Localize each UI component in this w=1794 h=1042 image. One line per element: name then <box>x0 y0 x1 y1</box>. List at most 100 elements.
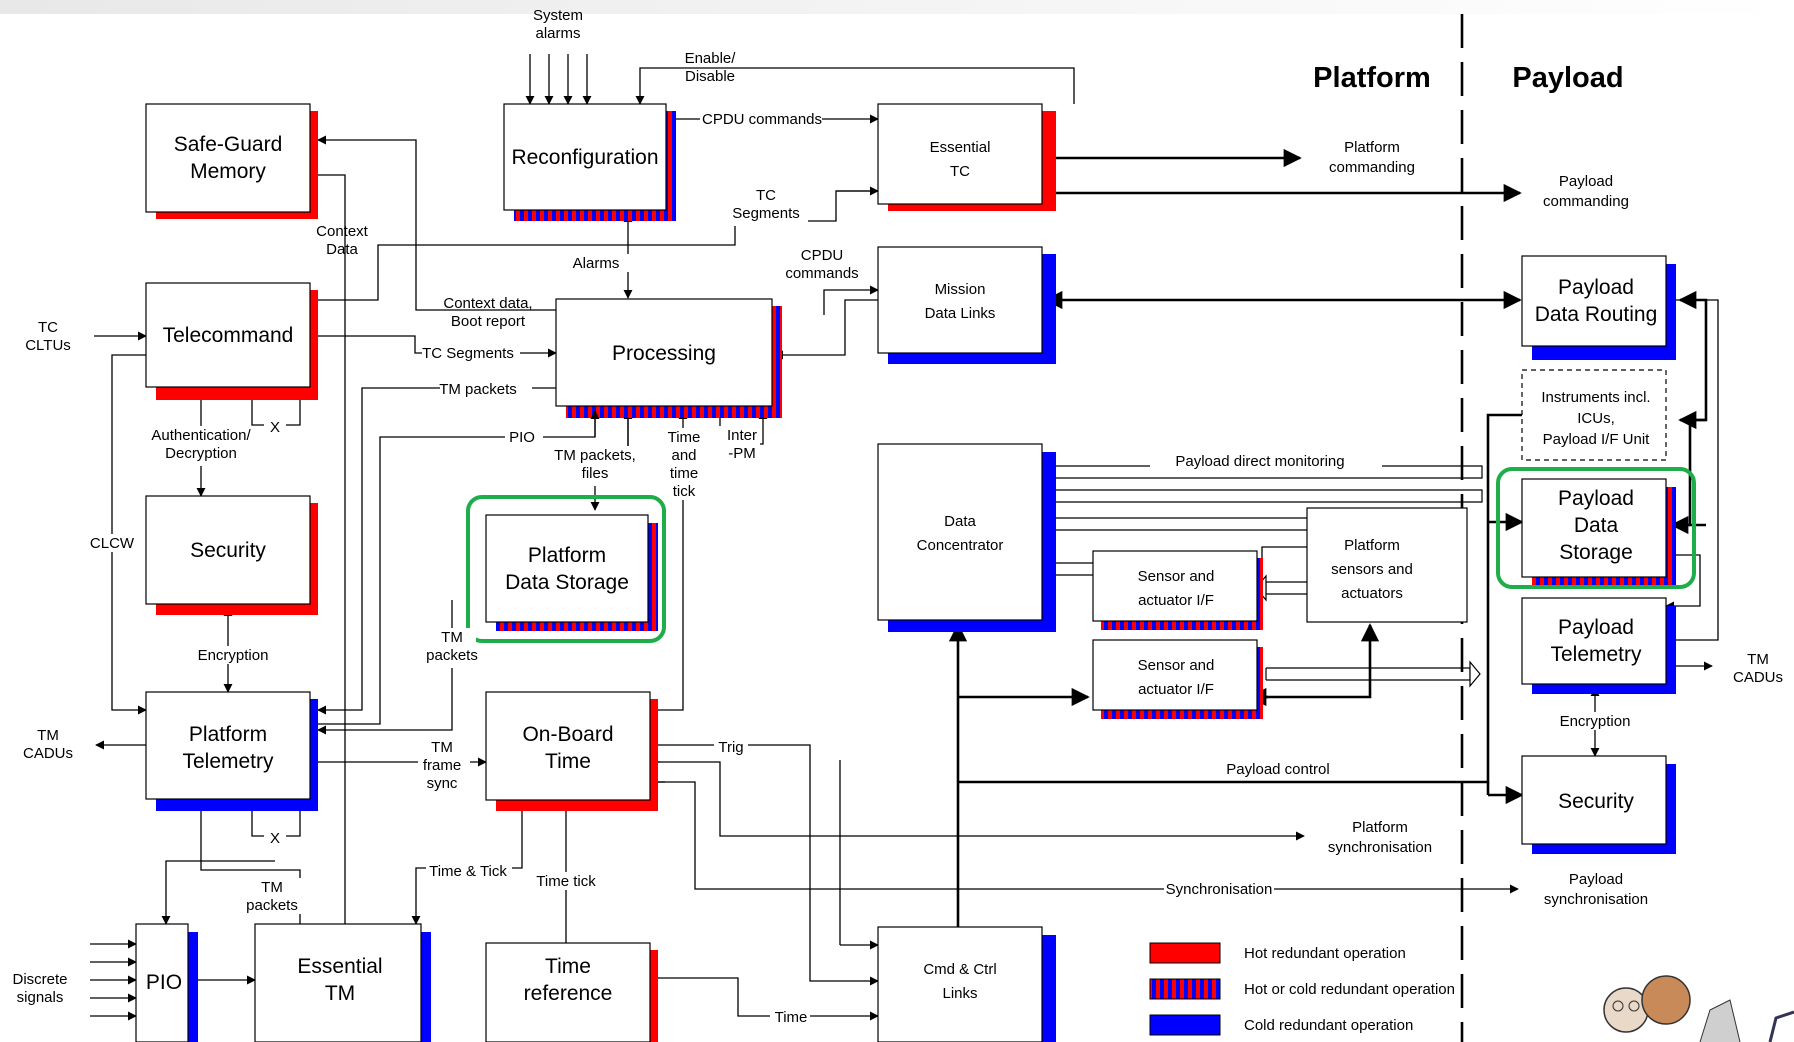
auth-decryption-label-line-1: Authentication/ <box>151 427 251 444</box>
label-background <box>86 534 136 552</box>
legend-hot-or-cold-swatch <box>1149 978 1221 1000</box>
label-background <box>664 428 704 500</box>
alarms-label: Alarms <box>573 255 620 272</box>
platform-data-storage-label-line-2: Data Storage <box>505 571 629 594</box>
pio-block-label: PIO <box>146 971 182 994</box>
block-platform-sensors <box>1306 507 1468 623</box>
time-tick-label: Time tick <box>536 873 596 890</box>
payload-data-storage-label-line-3: Storage <box>1559 541 1633 564</box>
context-data-top-label-line-1: Context <box>316 223 369 240</box>
cartoon-decoration <box>1603 975 1794 1042</box>
block-sensor-if-2 <box>1092 639 1263 719</box>
tm-packets-3-label-line-2: packets <box>246 897 298 914</box>
label-background <box>724 186 808 226</box>
block-instruments <box>1521 369 1667 461</box>
label-background <box>700 110 822 128</box>
tc-segments-top-label-line-2: Segments <box>732 205 800 222</box>
time-label: Time <box>775 1009 808 1026</box>
label-background <box>422 344 520 362</box>
instruments-label-line-1: Instruments incl. <box>1541 389 1650 406</box>
tm-frame-sync-label-line-1: TM <box>431 739 453 756</box>
discrete-signals-label-line-1: Discrete <box>12 971 67 988</box>
block-mission-data-links <box>877 246 1056 364</box>
essential-tc-label-line-1: Essential <box>930 139 991 156</box>
payload-security-label: Security <box>1558 790 1634 813</box>
label-background <box>130 426 270 466</box>
data-concentrator-label-line-1: Data <box>944 513 976 530</box>
label-background <box>426 862 512 880</box>
label-background <box>716 426 760 462</box>
block-sensor-if-1 <box>1092 550 1263 630</box>
cpdu-commands-label: CPDU commands <box>702 111 822 128</box>
header-platform: Platform <box>1313 62 1431 94</box>
platform-synchronisation-label-line-1: Platform <box>1352 819 1408 836</box>
platform-sensors-label-line-3: actuators <box>1341 585 1403 602</box>
reconfiguration-label: Reconfiguration <box>511 146 658 169</box>
onboard-time-label-line-2: Time <box>545 750 591 773</box>
time-reference-label-line-1: Time <box>545 955 591 978</box>
encryption-2-label: Encryption <box>1560 713 1631 730</box>
tm-frame-sync-label-line-2: frame <box>423 757 461 774</box>
tc-segments-mid-label: TC Segments <box>422 345 514 362</box>
time-time-tick-label-line-4: tick <box>673 483 696 500</box>
payload-synchronisation-label-line-2: synchronisation <box>1544 891 1648 908</box>
label-background <box>440 380 532 398</box>
block-payload-data-storage <box>1521 478 1676 587</box>
block-payload-telemetry <box>1521 597 1676 694</box>
block-security <box>145 495 318 615</box>
cpdu-commands-2-label-line-1: CPDU <box>801 247 844 264</box>
time-time-tick-label-line-1: Time <box>668 429 701 446</box>
instruments-label-line-3: Payload I/F Unit <box>1543 431 1651 448</box>
payload-telemetry-label-line-1: Payload <box>1558 616 1634 639</box>
thick-connections <box>948 148 1708 1002</box>
tm-packets-files-label-line-2: files <box>582 465 609 482</box>
tm-cadus-left-label-line-2: CADUs <box>23 745 73 762</box>
data-concentrator-label-line-2: Concentrator <box>917 537 1004 554</box>
payload-data-storage-label-line-2: Data <box>1574 514 1619 537</box>
platform-commanding-label-line-1: Platform <box>1344 139 1400 156</box>
cpdu-commands-2-label-line-2: commands <box>785 265 858 282</box>
essential-tm-label-line-1: Essential <box>297 955 382 978</box>
mission-data-links-label-line-2: Data Links <box>925 305 996 322</box>
block-reconfiguration <box>503 103 676 221</box>
label-background <box>770 1008 810 1026</box>
trig-label: Trig <box>718 739 743 756</box>
tm-packets-2-label-line-2: packets <box>426 647 478 664</box>
system-alarms-label-line-2: alarms <box>535 25 580 42</box>
auth-decryption-label-line-2: Decryption <box>165 445 237 462</box>
platform-telemetry-label-line-1: Platform <box>189 723 267 746</box>
clcw-label: CLCW <box>90 535 135 552</box>
essential-tc-label-line-2: TC <box>950 163 970 180</box>
label-background <box>418 742 470 798</box>
legend-cold-text: Cold redundant operation <box>1244 1017 1413 1034</box>
tm-cadus-right-label-line-2: CADUs <box>1733 669 1783 686</box>
tc-segments-top-label-line-1: TC <box>756 187 776 204</box>
legend-hot-swatch <box>1149 942 1221 964</box>
security-label: Security <box>190 539 266 562</box>
label-background <box>532 872 598 890</box>
tm-cadus-right-label-line-1: TM <box>1747 651 1769 668</box>
platform-sensors-label-line-2: sensors and <box>1331 561 1413 578</box>
platform-data-storage-label-line-1: Platform <box>528 544 606 567</box>
discrete-signals-label-line-2: signals <box>17 989 64 1006</box>
highlight-payload-data-storage <box>1496 467 1696 589</box>
safeguard-label-line-2: Memory <box>190 160 266 183</box>
sensor-if-1-label-line-1: Sensor and <box>1138 568 1215 585</box>
block-cmd-ctrl-links <box>877 926 1056 1042</box>
tm-packets-1-label: TM packets <box>439 381 517 398</box>
label-background <box>430 628 476 668</box>
time-and-tick-label: Time & Tick <box>429 863 507 880</box>
label-background <box>1150 452 1382 470</box>
instruments-label-line-2: ICUs, <box>1577 410 1615 427</box>
block-platform-telemetry <box>145 691 318 811</box>
block-payload-security <box>1521 755 1676 854</box>
platform-sensors-label-line-1: Platform <box>1344 537 1400 554</box>
tm-packets-2-label-line-1: TM <box>441 629 463 646</box>
processing-label: Processing <box>612 342 716 365</box>
context-boot-label-line-1: Context data, <box>443 295 532 312</box>
x-loop-1-label: X <box>270 419 280 436</box>
label-background <box>1555 712 1637 730</box>
payload-control-label: Payload control <box>1226 761 1329 778</box>
payload-commanding-label-line-2: commanding <box>1543 193 1629 210</box>
